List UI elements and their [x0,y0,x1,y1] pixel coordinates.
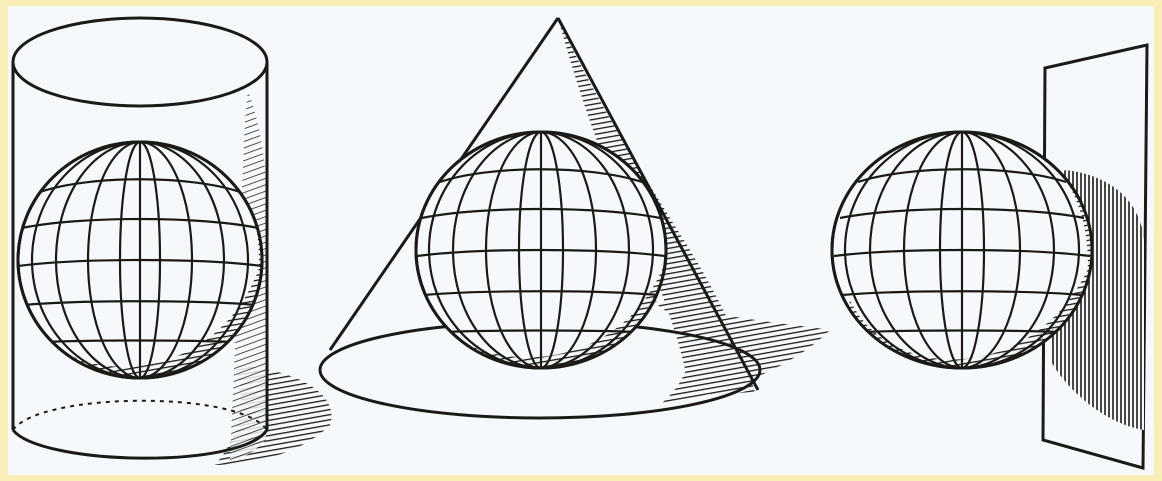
projection-diagram [0,0,1162,481]
projection-surfaces-figure [0,0,1162,481]
